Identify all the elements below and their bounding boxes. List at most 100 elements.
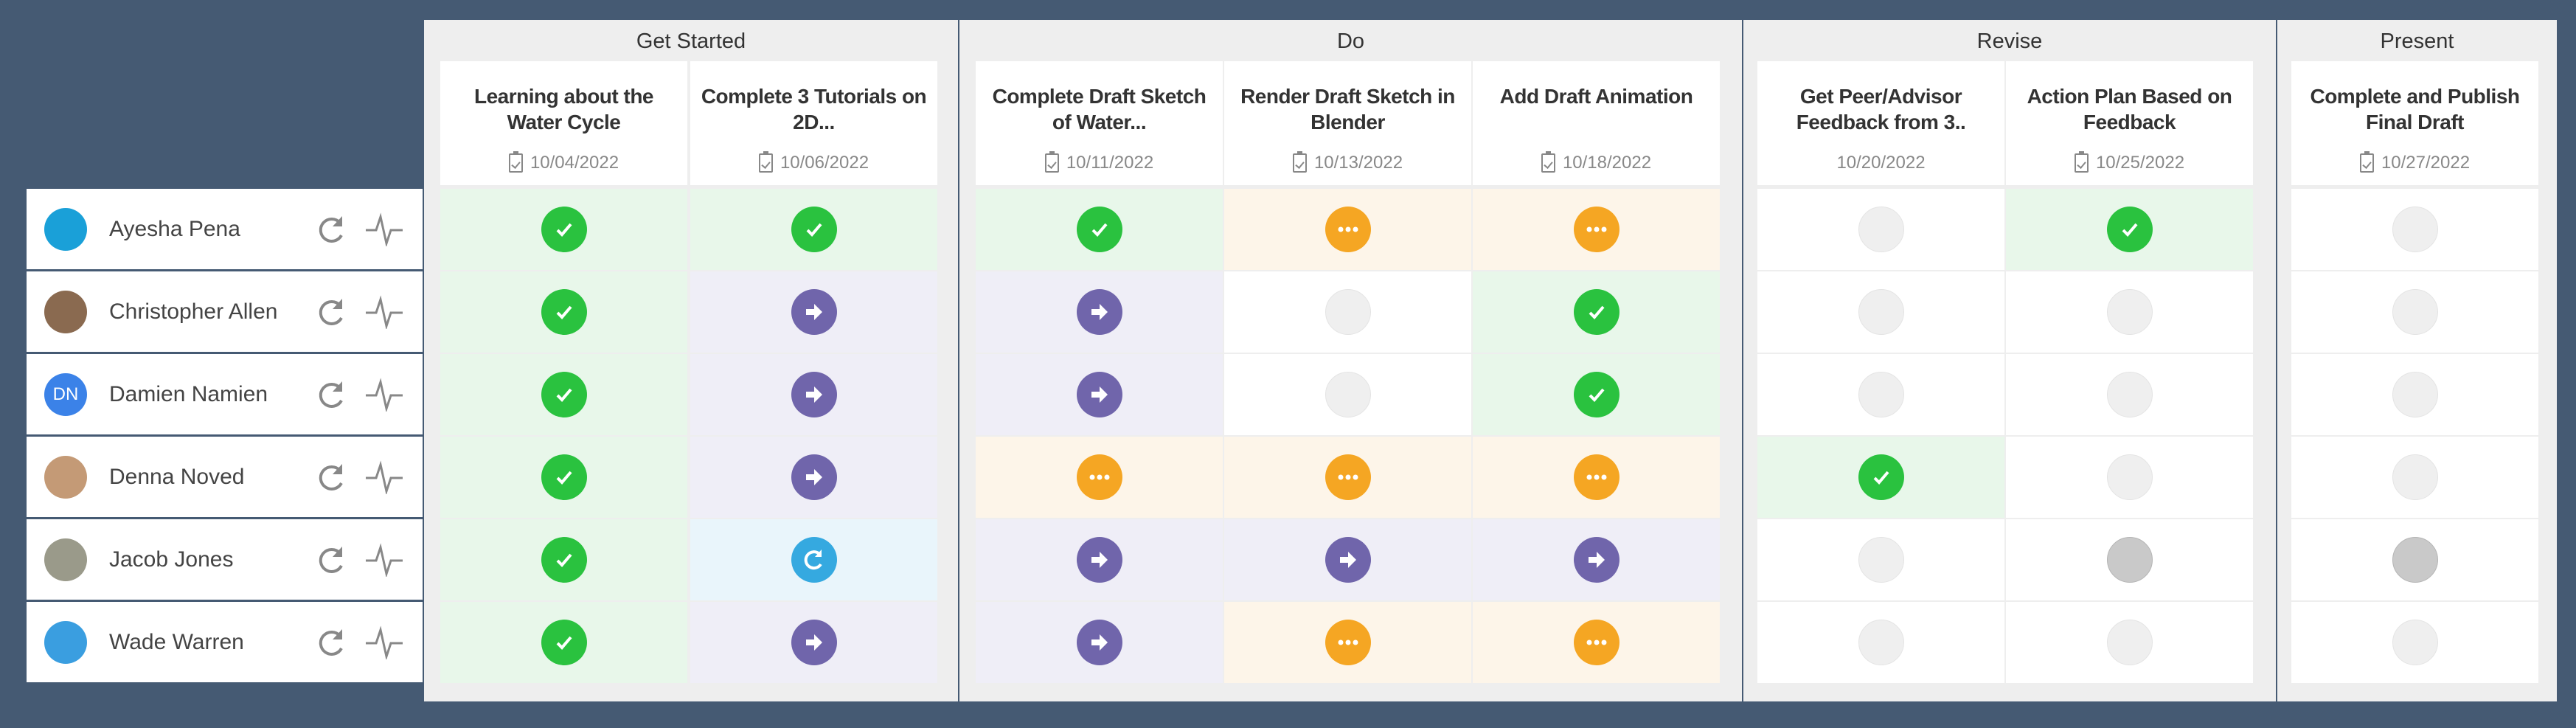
- activity-icon[interactable]: [363, 620, 407, 665]
- check-icon[interactable]: [541, 620, 587, 665]
- check-icon[interactable]: [1076, 207, 1122, 252]
- arrow-right-icon[interactable]: [1076, 620, 1122, 665]
- not-started-icon[interactable]: [1325, 289, 1371, 335]
- check-icon[interactable]: [2106, 207, 2153, 252]
- status-cell[interactable]: [2291, 519, 2538, 600]
- check-icon[interactable]: [1573, 289, 1619, 335]
- status-cell[interactable]: [976, 519, 1223, 600]
- student-row[interactable]: Christopher Allen: [27, 271, 423, 352]
- task-title[interactable]: Action Plan Based on Feedback: [2027, 85, 2232, 134]
- check-icon[interactable]: [791, 207, 837, 252]
- check-icon[interactable]: [541, 207, 587, 252]
- status-cell[interactable]: [2291, 437, 2538, 518]
- status-cell[interactable]: [1224, 189, 1471, 270]
- reset-icon[interactable]: [310, 620, 354, 665]
- status-cell[interactable]: [2006, 189, 2253, 270]
- student-name[interactable]: Ayesha Pena: [109, 216, 240, 241]
- reset-icon[interactable]: [310, 372, 354, 417]
- status-cell[interactable]: [1473, 271, 1720, 353]
- student-row[interactable]: Jacob Jones: [27, 519, 423, 600]
- arrow-right-icon[interactable]: [1076, 372, 1122, 417]
- activity-icon[interactable]: [363, 290, 407, 334]
- check-icon[interactable]: [1858, 454, 1904, 500]
- status-cell[interactable]: [1757, 354, 2004, 435]
- more-dots-icon[interactable]: [1573, 207, 1619, 252]
- status-cell[interactable]: [690, 354, 937, 435]
- activity-icon[interactable]: [363, 372, 407, 417]
- more-dots-icon[interactable]: [1325, 454, 1371, 500]
- status-cell[interactable]: [2006, 271, 2253, 353]
- task-title[interactable]: Render Draft Sketch in Blender: [1240, 85, 1455, 134]
- reset-icon[interactable]: [310, 538, 354, 582]
- more-dots-icon[interactable]: [1076, 454, 1122, 500]
- arrow-right-icon[interactable]: [1325, 537, 1371, 583]
- not-started-icon[interactable]: [2392, 372, 2438, 417]
- not-started-icon[interactable]: [2392, 620, 2438, 665]
- arrow-right-icon[interactable]: [791, 620, 837, 665]
- status-cell[interactable]: [2006, 354, 2253, 435]
- status-cell[interactable]: [690, 271, 937, 353]
- not-started-icon[interactable]: [1325, 372, 1371, 417]
- status-cell[interactable]: [2006, 437, 2253, 518]
- task-header[interactable]: Complete 3 Tutorials on 2D...10/06/2022: [690, 61, 937, 185]
- arrow-right-icon[interactable]: [1076, 289, 1122, 335]
- task-title[interactable]: Get Peer/Advisor Feedback from 3..: [1796, 85, 1966, 134]
- not-started-icon[interactable]: [2106, 454, 2153, 500]
- not-started-icon[interactable]: [1858, 289, 1904, 335]
- activity-icon[interactable]: [363, 455, 407, 499]
- not-started-icon[interactable]: [2106, 620, 2153, 665]
- status-cell[interactable]: [2291, 271, 2538, 353]
- status-cell[interactable]: [976, 189, 1223, 270]
- status-cell[interactable]: [1757, 271, 2004, 353]
- not-started-icon[interactable]: [2392, 207, 2438, 252]
- student-name[interactable]: Wade Warren: [109, 629, 244, 654]
- status-cell[interactable]: [690, 602, 937, 683]
- task-header[interactable]: Complete Draft Sketch of Water...10/11/2…: [976, 61, 1223, 185]
- not-started-icon[interactable]: [2392, 454, 2438, 500]
- reset-icon[interactable]: [310, 455, 354, 499]
- arrow-right-icon[interactable]: [791, 372, 837, 417]
- status-cell[interactable]: [1224, 271, 1471, 353]
- status-cell[interactable]: [690, 437, 937, 518]
- status-cell[interactable]: [440, 354, 687, 435]
- not-started-icon[interactable]: [1858, 372, 1904, 417]
- status-cell[interactable]: [440, 519, 687, 600]
- status-cell[interactable]: [1224, 519, 1471, 600]
- status-cell[interactable]: [1224, 602, 1471, 683]
- check-icon[interactable]: [541, 372, 587, 417]
- status-cell[interactable]: [2291, 189, 2538, 270]
- reset-icon[interactable]: [310, 290, 354, 334]
- not-started-icon[interactable]: [2392, 289, 2438, 335]
- task-title[interactable]: Add Draft Animation: [1499, 85, 1693, 108]
- status-cell[interactable]: [1473, 437, 1720, 518]
- check-icon[interactable]: [541, 289, 587, 335]
- student-name[interactable]: Jacob Jones: [109, 547, 234, 572]
- not-started-icon[interactable]: [1858, 620, 1904, 665]
- task-header[interactable]: Get Peer/Advisor Feedback from 3..10/20/…: [1757, 61, 2004, 185]
- status-cell[interactable]: [1757, 602, 2004, 683]
- task-title[interactable]: Complete Draft Sketch of Water...: [992, 85, 1207, 134]
- status-cell[interactable]: [440, 602, 687, 683]
- more-dots-icon[interactable]: [1573, 454, 1619, 500]
- more-dots-icon[interactable]: [1325, 207, 1371, 252]
- not-started-icon[interactable]: [1858, 537, 1904, 583]
- student-row[interactable]: Ayesha Pena: [27, 189, 423, 269]
- student-name[interactable]: Christopher Allen: [109, 299, 278, 324]
- status-cell[interactable]: [690, 189, 937, 270]
- activity-icon[interactable]: [363, 538, 407, 582]
- status-cell[interactable]: [976, 354, 1223, 435]
- check-icon[interactable]: [541, 454, 587, 500]
- status-cell[interactable]: [2291, 602, 2538, 683]
- locked-circle-icon[interactable]: [2106, 537, 2153, 583]
- task-title[interactable]: Complete and Publish Final Draft: [2310, 85, 2520, 134]
- status-cell[interactable]: [2291, 354, 2538, 435]
- student-row[interactable]: Wade Warren: [27, 602, 423, 682]
- status-cell[interactable]: [690, 519, 937, 600]
- arrow-right-icon[interactable]: [1076, 537, 1122, 583]
- status-cell[interactable]: [2006, 602, 2253, 683]
